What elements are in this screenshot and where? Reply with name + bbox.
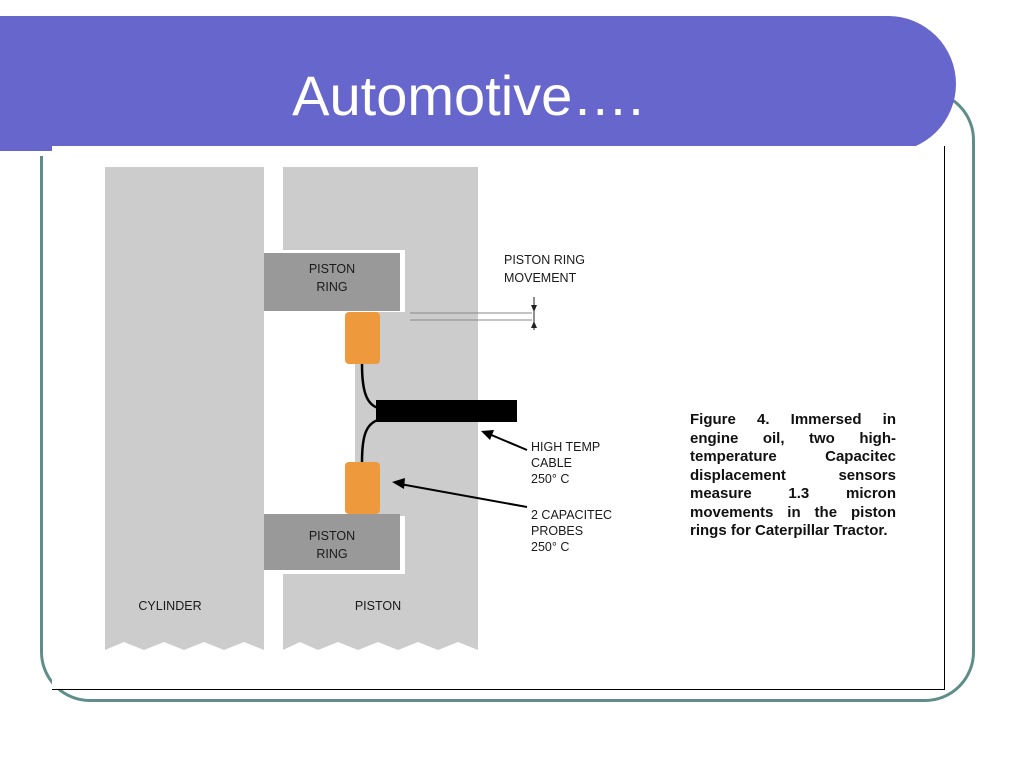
label-piston-ring-bottom-2: RING	[316, 547, 347, 561]
probe-top	[345, 312, 380, 364]
high-temp-cable	[376, 400, 517, 422]
probe-callout-arrowhead	[392, 478, 405, 489]
piston-ring-top	[264, 253, 400, 311]
title-banner: Automotive….	[0, 16, 956, 156]
cable-callout-line	[488, 433, 528, 451]
label-probes-2: PROBES	[531, 524, 583, 538]
label-ring-movement-1: PISTON RING	[504, 253, 585, 267]
label-probes-3: 250° C	[531, 540, 569, 554]
label-cable-1: HIGH TEMP	[531, 440, 600, 454]
label-piston-ring-top-2: RING	[316, 280, 347, 294]
cable-callout-arrowhead	[481, 430, 494, 440]
label-piston-ring-bottom-1: PISTON	[309, 529, 355, 543]
ring-movement-arrowhead-up	[531, 321, 537, 328]
label-piston-ring-top-1: PISTON	[309, 262, 355, 276]
probe-wire-bottom	[360, 418, 379, 463]
label-cable-2: CABLE	[531, 456, 572, 470]
figure-caption: Figure 4. Immersed in engine oil, two hi…	[690, 411, 896, 539]
probe-bottom	[345, 462, 380, 514]
label-probes-1: 2 CAPACITEC	[531, 508, 612, 522]
probe-callout-line	[399, 483, 528, 508]
figure-panel: PISTON RING PISTON RING CYLINDER PISTON …	[52, 146, 945, 690]
label-cylinder: CYLINDER	[138, 599, 201, 613]
piston-cavity	[283, 250, 405, 574]
probe-wire-top	[360, 363, 379, 410]
label-piston: PISTON	[355, 599, 401, 613]
slide-title: Automotive….	[292, 64, 644, 127]
label-ring-movement-2: MOVEMENT	[504, 271, 577, 285]
cylinder-wall	[105, 167, 264, 650]
label-cable-3: 250° C	[531, 472, 569, 486]
piston-ring-bottom	[264, 514, 400, 570]
piston-sensor-diagram: PISTON RING PISTON RING CYLINDER PISTON …	[105, 167, 612, 650]
ring-movement-arrowhead-down	[531, 305, 537, 312]
